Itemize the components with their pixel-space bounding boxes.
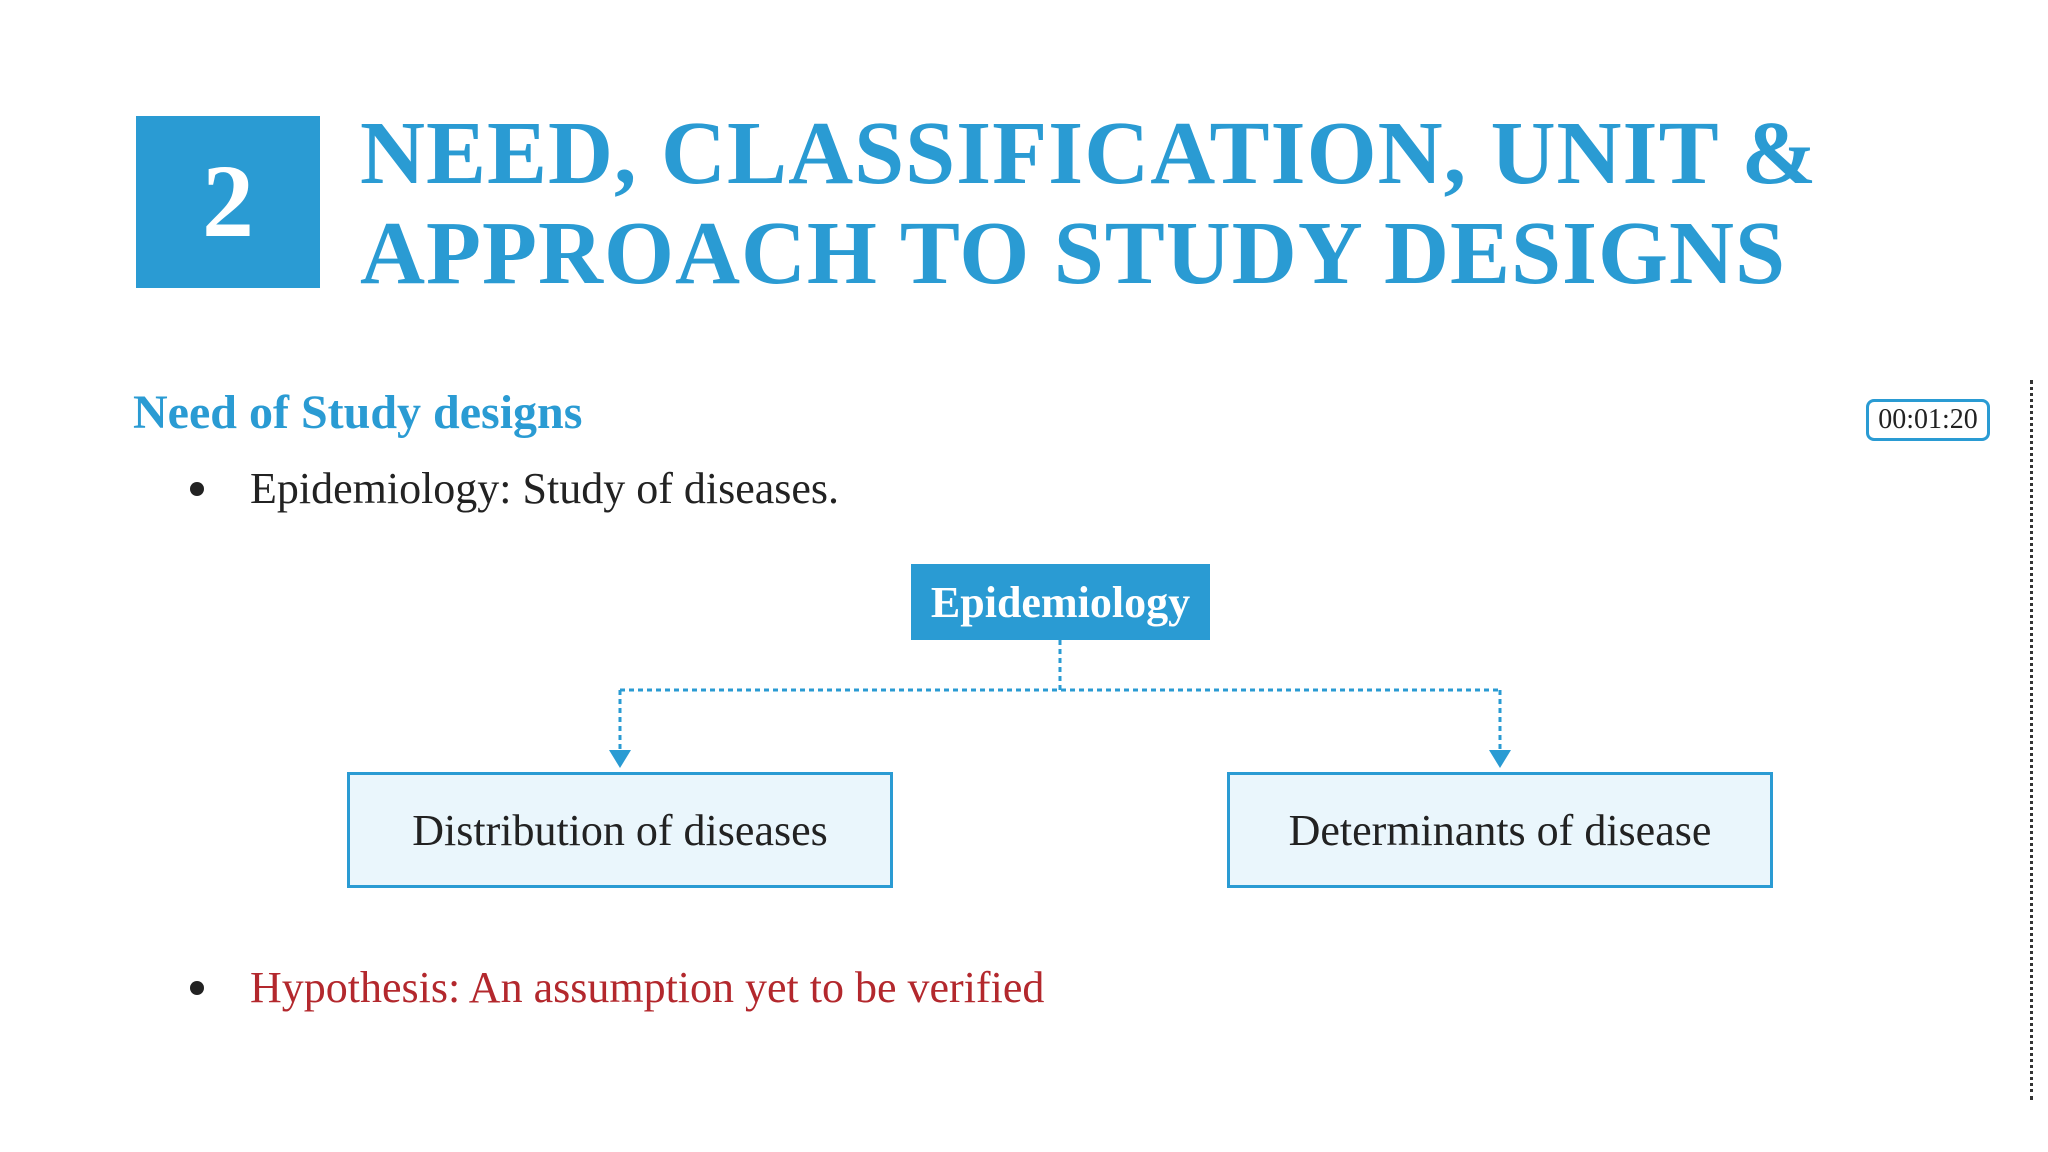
bullet-text: Epidemiology: Study of diseases. xyxy=(250,464,840,513)
chapter-title-line-2: APPROACH TO STUDY DESIGNS xyxy=(360,204,1787,303)
chapter-number-badge: 2 xyxy=(136,116,320,288)
timestamp-badge: 00:01:20 xyxy=(1866,399,1990,441)
chapter-title-line-1: NEED, CLASSIFICATION, UNIT & xyxy=(360,104,1818,203)
chapter-title: NEED, CLASSIFICATION, UNIT & APPROACH TO… xyxy=(360,104,1880,304)
bullet-dot-icon xyxy=(190,981,204,995)
chapter-number: 2 xyxy=(202,144,254,259)
dotted-divider xyxy=(2030,380,2033,1100)
bullet-item-hypothesis: Hypothesis: An assumption yet to be veri… xyxy=(190,960,1044,1016)
section-heading: Need of Study designs xyxy=(133,386,583,439)
arrow-down-icon-right xyxy=(1489,750,1511,768)
bullet-dot-icon xyxy=(190,482,204,496)
diagram-child-node-distribution: Distribution of diseases xyxy=(347,772,893,888)
diagram-child-node-determinants: Determinants of disease xyxy=(1227,772,1773,888)
bullet-text: Hypothesis: An assumption yet to be veri… xyxy=(250,963,1045,1012)
bullet-item-epidemiology: Epidemiology: Study of diseases. xyxy=(190,461,839,517)
diagram-root-label: Epidemiology xyxy=(930,577,1191,627)
arrow-down-icon-left xyxy=(609,750,631,768)
diagram-child-label: Distribution of diseases xyxy=(412,805,828,855)
diagram-child-label: Determinants of disease xyxy=(1288,805,1712,855)
diagram-root-node: Epidemiology xyxy=(911,564,1210,640)
